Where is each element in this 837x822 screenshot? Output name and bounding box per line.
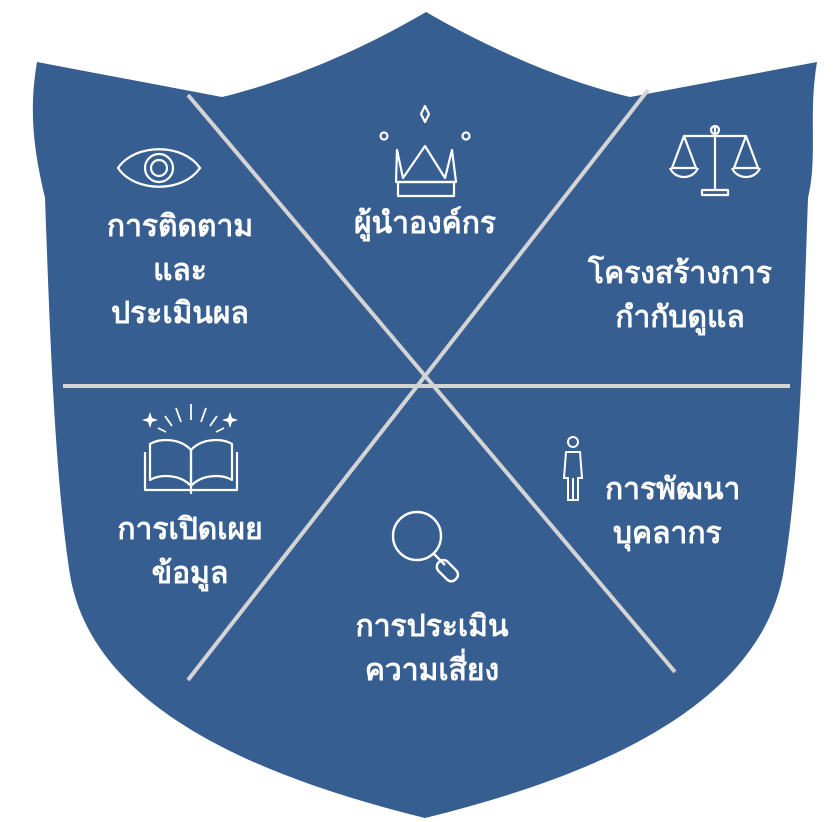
risk-line-1: การประเมิน [355, 609, 509, 644]
shield-shape [32, 12, 817, 818]
person-icon [562, 436, 584, 501]
divider-diagonal-left [186, 93, 677, 674]
people-line-1: การพัฒนา [605, 472, 741, 507]
scales-icon [668, 124, 762, 197]
segment-monitoring-label: การติดตาม และ ประเมินผล [107, 205, 253, 336]
segment-risk-label: การประเมิน ความเสี่ยง [356, 605, 509, 692]
governance-line-2: กำกับดูแล [615, 299, 745, 335]
crown-icon [379, 104, 471, 198]
eye-icon [116, 148, 202, 188]
segment-disclosure-label: การเปิดเผย ข้อมูล [117, 508, 262, 595]
open-book-icon [142, 404, 239, 494]
monitoring-line-3: ประเมินผล [111, 296, 249, 331]
segment-people-label: การพัฒนา บุคลากร [605, 468, 740, 555]
governance-line-1: โครงสร้างการ [588, 256, 772, 291]
risk-line-2: ความเสี่ยง [364, 652, 500, 688]
segment-dividers [63, 88, 790, 682]
disclosure-line-2: ข้อมูล [151, 555, 229, 591]
people-line-2: บุคลากร [613, 515, 722, 551]
segment-governance-label: โครงสร้างการ กำกับดูแล [588, 252, 772, 339]
segment-leadership-label: ผู้นำองค์กร [354, 202, 496, 246]
leadership-line-1: ผู้นำองค์กร [354, 206, 496, 241]
monitoring-line-1: การติดตาม [106, 209, 254, 244]
disclosure-line-1: การเปิดเผย [117, 512, 263, 547]
monitoring-line-2: และ [153, 252, 207, 288]
magnifier-icon [391, 510, 460, 583]
divider-diagonal-right [186, 88, 650, 682]
